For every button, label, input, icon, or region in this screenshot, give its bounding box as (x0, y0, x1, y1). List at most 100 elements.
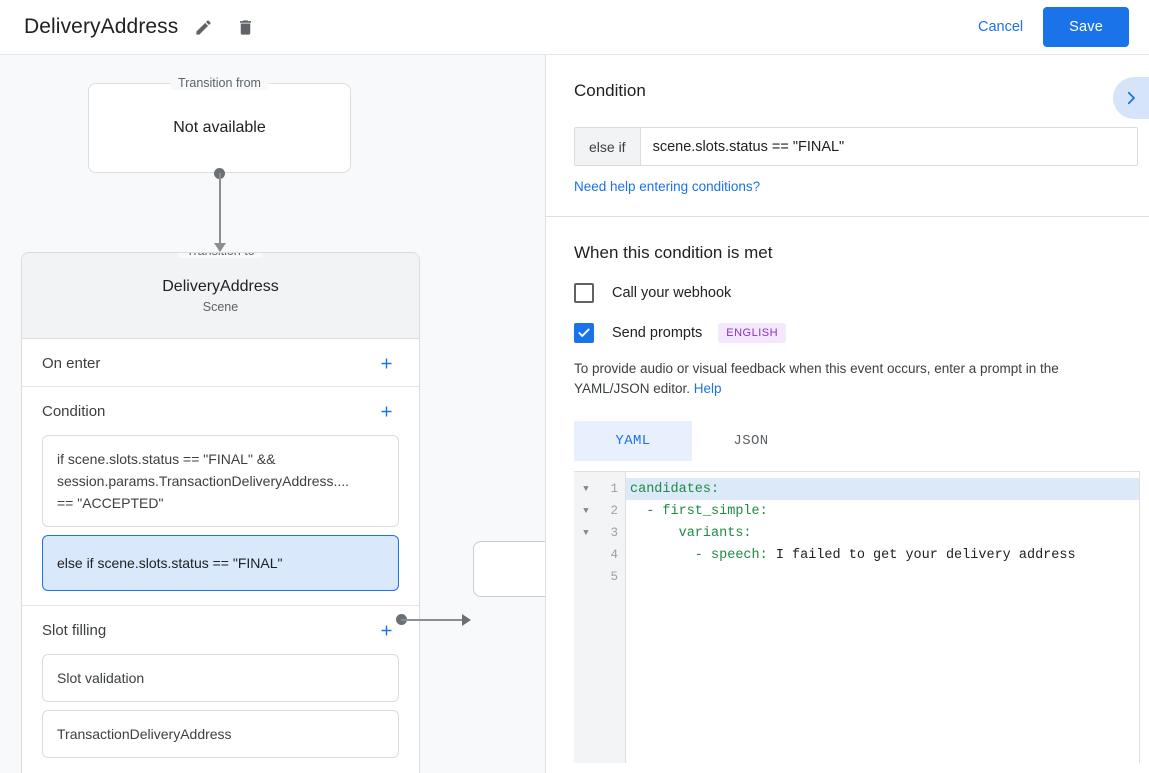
code-colon: : (759, 547, 776, 563)
code-key: variants (678, 525, 744, 541)
section-title: Slot filling (42, 621, 107, 639)
cancel-button[interactable]: Cancel (964, 10, 1037, 44)
list-item-line: session.params.TransactionDeliveryAddres… (57, 473, 350, 489)
condition-field-row: else if (574, 127, 1138, 166)
list-item[interactable]: Slot validation (42, 654, 399, 702)
line-number: 5 (610, 570, 618, 584)
editor-line-number: ▼1 (574, 478, 625, 500)
code-colon: : (711, 481, 720, 497)
call-webhook-checkbox[interactable] (574, 283, 594, 303)
add-icon[interactable] (373, 398, 399, 424)
fold-arrow-icon[interactable]: ▼ (583, 484, 589, 494)
code-colon: : (759, 503, 768, 519)
list-item-line: == "ACCEPTED" (57, 495, 164, 511)
add-icon[interactable] (373, 350, 399, 376)
scene-type: Scene (202, 299, 239, 314)
when-met-heading: When this condition is met (574, 243, 773, 262)
editor-code-line[interactable]: candidates: (626, 478, 1139, 500)
details-panel: Condition else if Need help entering con… (546, 55, 1149, 773)
tab-yaml[interactable]: YAML (574, 421, 692, 461)
scene-section: Condition if scene.slots.status == "FINAL… (22, 387, 419, 606)
list-item-line: TransactionDeliveryAddress (57, 726, 232, 742)
add-icon[interactable] (373, 617, 399, 643)
flow-canvas[interactable]: Transition from Not available Transition… (0, 55, 545, 773)
code-colon: : (743, 525, 752, 541)
transition-to-legend: Transition to (178, 253, 263, 258)
connector-line-horizontal (401, 619, 465, 621)
connector-line-vertical (219, 173, 221, 251)
editor-line-number: 4 (574, 544, 625, 566)
editor-code-line[interactable]: - speech: I failed to get your delivery … (626, 544, 1139, 566)
condition-item-selected[interactable]: else if scene.slots.status == "FINAL" (42, 535, 399, 591)
condition-help-link[interactable]: Need help entering conditions? (574, 179, 761, 194)
section-title: On enter (42, 354, 101, 372)
editor-code-line[interactable]: - first_simple: (626, 500, 1139, 522)
condition-input[interactable] (640, 128, 1137, 165)
top-app-bar: DeliveryAddress Cancel Save (0, 0, 1149, 55)
transition-from-title: Not available (173, 119, 266, 136)
connector-arrow-down (214, 243, 226, 252)
when-condition-met-section: When this condition is met Call your web… (546, 217, 1149, 763)
scene-name: DeliveryAddress (162, 277, 279, 295)
send-prompts-checkbox[interactable] (574, 323, 594, 343)
code-indent: - (630, 547, 712, 563)
section-title: Condition (42, 402, 106, 420)
section-header: On enter (42, 339, 399, 387)
section-divider (546, 216, 1149, 217)
section-header: Condition (42, 387, 399, 435)
line-number: 3 (610, 526, 618, 540)
editor-line-number: 5 (574, 566, 625, 588)
transition-from-node[interactable]: Transition from Not available (88, 76, 351, 173)
line-number: 1 (610, 482, 618, 496)
editor-format-tabs: YAML JSON (574, 421, 1121, 461)
editor-code-line[interactable] (626, 566, 1139, 588)
send-prompts-row[interactable]: Send prompts ENGLISH (574, 323, 1121, 343)
condition-section: Condition else if Need help entering con… (546, 55, 1149, 196)
webhook-checkbox-row[interactable]: Call your webhook (574, 283, 1121, 303)
condition-prefix-label: else if (575, 128, 641, 165)
fold-arrow-icon[interactable]: ▼ (583, 528, 589, 538)
code-indent: - (630, 503, 663, 519)
list-item[interactable]: if scene.slots.status == "FINAL" && sessi… (42, 435, 399, 527)
list-item-line: else if scene.slots.status == "FINAL" (57, 555, 283, 571)
list-item[interactable]: TransactionDeliveryAddress (42, 710, 399, 758)
language-badge: ENGLISH (718, 323, 787, 343)
connector-arrow-right (462, 614, 471, 626)
list-item-line: Slot validation (57, 670, 145, 686)
prompts-help-link[interactable]: Help (693, 381, 722, 396)
transition-from-legend: Transition from (170, 76, 269, 90)
editor-code-line[interactable]: variants: (626, 522, 1139, 544)
save-button[interactable]: Save (1043, 7, 1129, 47)
scene-card: Transition to DeliveryAddress Scene On e… (21, 252, 420, 773)
scene-section: On enter (22, 339, 419, 387)
pencil-icon[interactable] (186, 10, 220, 44)
transition-target-node[interactable] (473, 541, 545, 597)
section-header: Slot filling (42, 606, 399, 654)
scene-card-header[interactable]: Transition to DeliveryAddress Scene (22, 253, 419, 339)
editor-line-number: ▼2 (574, 500, 625, 522)
fold-arrow-icon[interactable]: ▼ (583, 506, 589, 516)
line-number: 4 (610, 548, 618, 562)
code-indent (630, 526, 679, 541)
tab-json[interactable]: JSON (733, 433, 769, 449)
condition-heading: Condition (574, 81, 646, 100)
send-prompts-label: Send prompts (612, 325, 703, 341)
code-key: candidates (630, 481, 712, 497)
prompts-description-text: To provide audio or visual feedback when… (574, 361, 1059, 396)
prompts-description: To provide audio or visual feedback when… (574, 359, 1132, 399)
panel-divider-vertical (545, 55, 546, 773)
code-key: first_simple (662, 503, 760, 519)
topbar-actions: Cancel Save (964, 7, 1149, 47)
trash-icon[interactable] (228, 10, 262, 44)
editor-line-number: ▼3 (574, 522, 625, 544)
editor-code-area[interactable]: candidates: - first_simple: variants: - … (626, 472, 1139, 763)
call-webhook-label: Call your webhook (612, 285, 732, 301)
line-number: 2 (610, 504, 618, 518)
list-item-line: if scene.slots.status == "FINAL" && (57, 451, 276, 467)
chevron-right-icon[interactable] (1113, 77, 1149, 119)
